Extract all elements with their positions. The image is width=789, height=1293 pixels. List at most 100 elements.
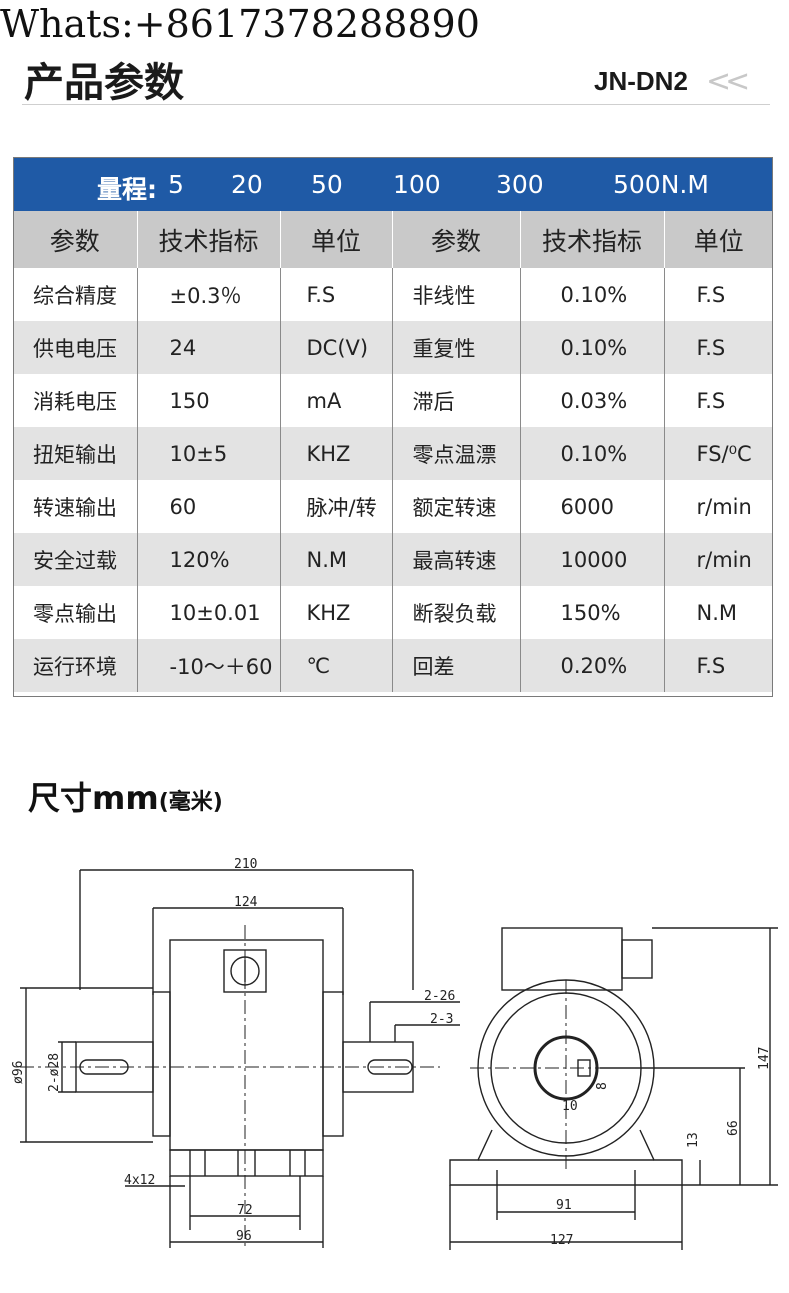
dim-label-8: 8	[595, 1082, 610, 1090]
table-cell: 滞后	[392, 374, 521, 427]
table-cell: 0.10%	[520, 268, 665, 321]
table-cell: FS/⁰C	[664, 427, 773, 480]
range-value: 500N.M	[613, 170, 709, 199]
spec-table: 量程: 5 20 50 100 300 500N.M 参数 技术指标 单位 参数…	[13, 157, 773, 692]
table-cell: -10～＋60	[137, 639, 281, 692]
table-cell: 回差	[392, 639, 521, 692]
dim-label-210: 210	[234, 857, 257, 872]
table-cell: 0.20%	[520, 639, 665, 692]
range-value: 300	[496, 170, 544, 199]
range-value: 100	[393, 170, 441, 199]
table-cell: F.S	[664, 639, 773, 692]
table-cell: F.S	[664, 374, 773, 427]
column-header: 单位	[664, 211, 773, 268]
dim-label-2-26: 2-26	[424, 989, 455, 1004]
column-header: 单位	[280, 211, 393, 268]
dim-label-96v: ø96	[11, 1061, 26, 1084]
table-cell: 转速输出	[13, 480, 138, 533]
double-chevron-left-icon: <<	[706, 64, 750, 99]
table-cell: r/min	[664, 480, 773, 533]
range-row: 量程: 5 20 50 100 300 500N.M	[13, 157, 773, 211]
table-cell: DC(V)	[280, 321, 393, 374]
dim-label-2-3: 2-3	[430, 1012, 453, 1027]
sensor-body	[169, 939, 324, 1151]
column-header: 技术指标	[137, 211, 281, 268]
table-cell: 额定转速	[392, 480, 521, 533]
table-cell: F.S	[664, 321, 773, 374]
dim-label-10: 10	[562, 1099, 578, 1114]
dim-label-96h: 96	[236, 1229, 252, 1244]
dimension-drawing: 210 124 2-26 2-3 ø96 2-ø28 4x12 72 96 14…	[11, 857, 778, 1250]
dim-label-72: 72	[237, 1203, 253, 1218]
column-header: 参数	[392, 211, 521, 268]
header-divider	[22, 104, 770, 105]
watermark: Whats:+8617378288890	[0, 2, 480, 46]
table-cell: 6000	[520, 480, 665, 533]
sensor-base	[169, 1149, 324, 1177]
table-cell: ℃	[280, 639, 393, 692]
table-cell: 零点输出	[13, 586, 138, 639]
table-cell: 非线性	[392, 268, 521, 321]
table-cell: ±0.3％	[137, 268, 281, 321]
dim-label-4x12: 4x12	[124, 1173, 155, 1188]
table-cell: 0.10%	[520, 427, 665, 480]
table-cell: 安全过载	[13, 533, 138, 586]
table-cell: 脉冲/转	[280, 480, 393, 533]
side-view	[20, 869, 460, 1250]
table-cell: N.M	[664, 586, 773, 639]
table-cell: 150%	[520, 586, 665, 639]
table-header-row: 参数 技术指标 单位 参数 技术指标 单位	[13, 211, 773, 268]
page-title: 产品参数	[24, 60, 184, 106]
range-label: 量程:	[97, 175, 157, 204]
dim-label-28: 2-ø28	[47, 1053, 62, 1092]
table-cell: 10±5	[137, 427, 281, 480]
model-number: JN-DN2	[594, 66, 688, 96]
range-value: 50	[311, 170, 343, 199]
table-cell: 10±0.01	[137, 586, 281, 639]
dim-label-124: 124	[234, 895, 258, 910]
table-cell: 60	[137, 480, 281, 533]
table-cell: 零点温漂	[392, 427, 521, 480]
table-cell: 扭矩输出	[13, 427, 138, 480]
table-cell: F.S	[664, 268, 773, 321]
table-cell: 10000	[520, 533, 665, 586]
table-cell: 0.10%	[520, 321, 665, 374]
front-view	[449, 927, 778, 1250]
table-cell: 消耗电压	[13, 374, 138, 427]
range-value: 20	[231, 170, 263, 199]
dimensions-unit-note: (毫米)	[158, 790, 223, 815]
table-cell: 150	[137, 374, 281, 427]
table-cell: r/min	[664, 533, 773, 586]
table-cell: 综合精度	[13, 268, 138, 321]
dim-label-147: 147	[757, 1047, 772, 1070]
dim-label-66: 66	[726, 1120, 741, 1136]
dim-label-13: 13	[686, 1132, 701, 1148]
table-cell: 120%	[137, 533, 281, 586]
table-cell: 运行环境	[13, 639, 138, 692]
table-cell: KHZ	[280, 427, 393, 480]
column-header: 技术指标	[520, 211, 665, 268]
table-cell: 最高转速	[392, 533, 521, 586]
table-cell: 重复性	[392, 321, 521, 374]
table-cell: 0.03%	[520, 374, 665, 427]
dim-label-91: 91	[556, 1198, 572, 1213]
table-cell: mA	[280, 374, 393, 427]
table-cell: 24	[137, 321, 281, 374]
dim-label-127: 127	[550, 1233, 573, 1248]
table-cell: KHZ	[280, 586, 393, 639]
range-value: 5	[168, 170, 184, 199]
table-cell: 断裂负载	[392, 586, 521, 639]
dimensions-title-text: 尺寸mm	[28, 779, 159, 817]
column-header: 参数	[13, 211, 138, 268]
table-cell: F.S	[280, 268, 393, 321]
table-cell: 供电电压	[13, 321, 138, 374]
